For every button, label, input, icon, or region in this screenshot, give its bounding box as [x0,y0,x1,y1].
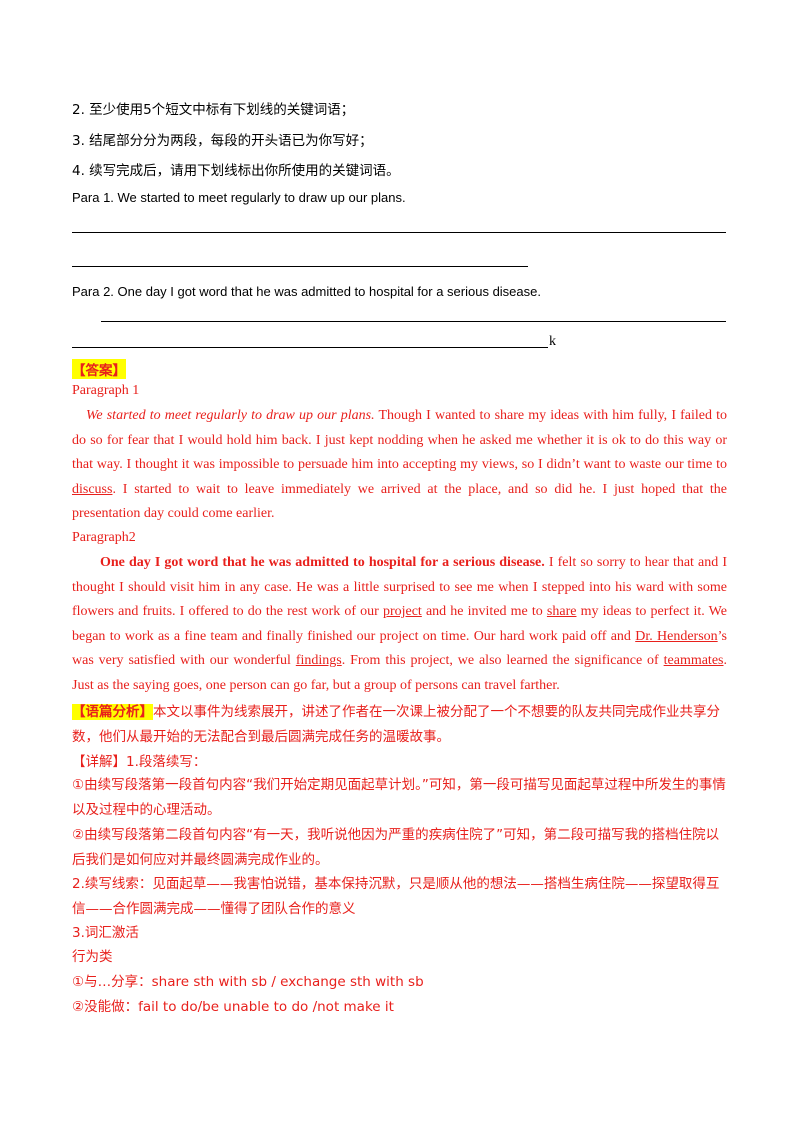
vocab-title: 3.词汇激活 [72,925,139,941]
keyword-findings: findings [295,653,342,669]
answer-label: 【答案】 [72,359,126,379]
paragraph1-heading: Paragraph 1 [72,383,140,398]
keyword-discuss: discuss [72,481,113,497]
p2-lead: One day I got word that he was admitted … [100,555,545,570]
vocab-item-2: ②没能做：fail to do/be unable to do /not mak… [72,999,394,1015]
detail-point-2: ②由续写段落第二段首句内容“有一天，我听说他因为严重的疾病住院了”可知，第二段可… [72,827,720,868]
vocab-item-1: ①与…分享：share sth with sb / exchange sth w… [72,974,424,990]
requirement-4: 4. 续写完成后，请用下划线标出你所使用的关键词语。 [72,163,400,179]
keyword-share: share [546,604,577,620]
p1-lead: We started to meet regularly to draw up … [86,408,375,423]
keyword-teammates: teammates [663,653,724,669]
para2-writing-line-2[interactable] [72,347,548,348]
detail-point-1: ①由续写段落第一段首句内容“我们开始定期见面起草计划。”可知，第一段可描写见面起… [72,777,726,818]
answer-paragraph-2: One day I got word that he was admitted … [72,555,727,693]
analysis-label: 【语篇分析】 [72,704,153,720]
paragraph2-heading: Paragraph2 [72,530,136,545]
discourse-analysis: 【语篇分析】本文以事件为线索展开，讲述了作者在一次课上被分配了一个不想要的队友共… [72,704,720,745]
answer-paragraph-1: We started to meet regularly to draw up … [72,408,728,522]
para2-prompt: Para 2. One day I got word that he was a… [72,284,541,299]
para1-prompt: Para 1. We started to meet regularly to … [72,190,406,205]
keyword-project: project [382,604,422,620]
requirement-3: 3. 结尾部分分为两段，每段的开头语已为你写好； [72,133,373,149]
para1-writing-line-2[interactable] [72,266,528,267]
vocab-category: 行为类 [72,949,113,965]
requirement-2: 2. 至少使用5个短文中标有下划线的关键词语； [72,102,355,118]
line-tail-char: k [549,334,556,349]
para2-writing-line-1[interactable] [101,321,726,322]
detail-heading: 【详解】1.段落续写： [72,754,207,770]
keyword-dr-henderson: Dr. Henderson [635,628,718,644]
writing-clue: 2.续写线索：见面起草——我害怕说错，基本保持沉默，只是顺从他的想法——搭档生病… [72,876,720,917]
para1-writing-line-1[interactable] [72,232,726,233]
